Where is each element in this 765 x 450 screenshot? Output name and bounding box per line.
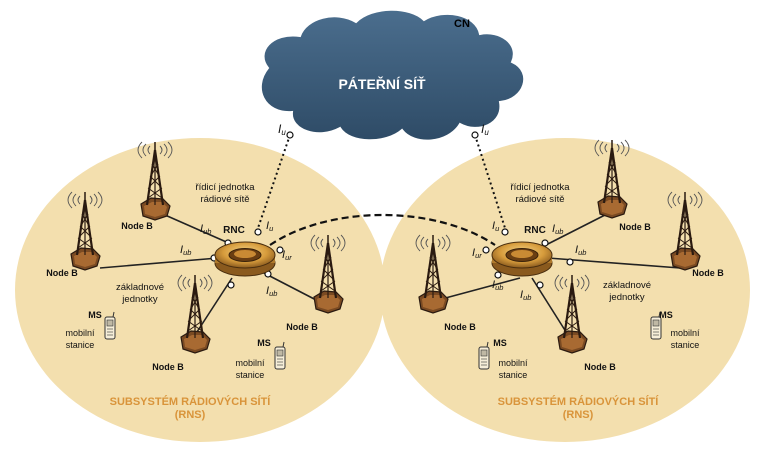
- left-node-b-left-label: Node B: [46, 268, 78, 278]
- left-ms-1-desc-line2: stanice: [66, 340, 95, 350]
- left-rnc-desc-line2: rádiové sítě: [200, 194, 249, 205]
- right-rns-title: SUBSYSTÉM RÁDIOVÝCH SÍTÍ: [498, 395, 660, 408]
- iu-port-right-top: [471, 131, 479, 139]
- cn-label: CN: [454, 18, 470, 30]
- left-ms-1-label: MS: [88, 310, 102, 320]
- right-iub-label-2: Iub: [575, 244, 586, 257]
- iur-link: [269, 213, 496, 246]
- left-node-b-right-label: Node B: [286, 322, 318, 332]
- left-base-units-line1: základnové: [116, 282, 164, 293]
- right-node-b-left-label: Node B: [444, 322, 476, 332]
- left-ms-1-desc-line1: mobilní: [65, 328, 95, 338]
- left-rns-title: SUBSYSTÉM RÁDIOVÝCH SÍTÍ: [110, 395, 272, 408]
- iu-port-left-top: [286, 131, 294, 139]
- right-iur-label: Iur: [472, 247, 482, 260]
- right-base-units-line1: základnové: [603, 280, 651, 291]
- right-ms-1-desc-line1: mobilní: [498, 358, 528, 368]
- core-network-cloud: [259, 8, 525, 142]
- rns-area-left: [15, 138, 385, 442]
- right-node-b-bottom-label: Node B: [584, 362, 616, 372]
- left-iu-label: Iu: [266, 220, 274, 233]
- cloud-label: PÁTEŘNÍ SÍŤ: [338, 75, 426, 92]
- right-ports: [482, 228, 574, 289]
- left-rns-abbr: (RNS): [175, 409, 206, 421]
- iu-label-left: Iu: [278, 122, 286, 137]
- left-iub-label-2: Iub: [180, 244, 191, 257]
- left-base-units-line2: jednotky: [121, 294, 158, 305]
- right-ms-2-desc-line2: stanice: [671, 340, 700, 350]
- left-rnc-label: RNC: [223, 225, 245, 236]
- right-rnc-desc-line2: rádiové sítě: [515, 194, 564, 205]
- left-node-b-bottom-label: Node B: [152, 362, 184, 372]
- right-ms-1-desc-line2: stanice: [499, 370, 528, 380]
- right-rnc-desc-line1: řídicí jednotka: [510, 182, 570, 193]
- rns-area-right: [380, 138, 750, 442]
- right-rns-abbr: (RNS): [563, 409, 594, 421]
- right-iub-label-1: Iub: [552, 223, 563, 236]
- left-iub-label-3: Iub: [266, 285, 277, 298]
- left-node-b-top-label: Node B: [121, 221, 153, 231]
- iu-link-left: [257, 134, 291, 229]
- left-iub-label-1: Iub: [200, 223, 211, 236]
- right-ms-1-label: MS: [493, 338, 507, 348]
- left-rnc-icon: [214, 241, 276, 277]
- right-rnc-label: RNC: [524, 225, 546, 236]
- left-rnc-desc-line1: řídicí jednotka: [195, 182, 255, 193]
- left-ms-2-label: MS: [257, 338, 271, 348]
- right-iub-label-3: Iub: [492, 279, 503, 292]
- left-iur-label: Iur: [282, 249, 292, 262]
- right-iub-label-4: Iub: [520, 289, 531, 302]
- right-base-units-line2: jednotky: [608, 292, 645, 303]
- iu-link-right: [474, 134, 506, 229]
- left-ms-2-desc-line1: mobilní: [235, 358, 265, 368]
- right-ms-2-label: MS: [659, 310, 673, 320]
- right-iu-label: Iu: [492, 220, 500, 233]
- right-node-b-right-label: Node B: [692, 268, 724, 278]
- right-ms-2-desc-line1: mobilní: [670, 328, 700, 338]
- iu-label-right: Iu: [481, 122, 489, 137]
- left-ms-2-desc-line2: stanice: [236, 370, 265, 380]
- right-node-b-top-label: Node B: [619, 222, 651, 232]
- right-rnc-icon: [491, 241, 553, 277]
